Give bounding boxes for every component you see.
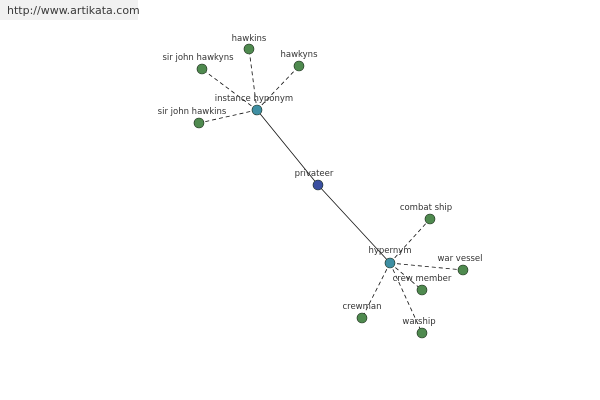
node-label-privateer[interactable]: privateer: [295, 169, 334, 179]
node-privateer[interactable]: [312, 179, 324, 191]
node-war-vessel[interactable]: [457, 264, 469, 276]
node-label-hawkins[interactable]: hawkins: [232, 34, 267, 44]
edge-privateer-hypernym: [317, 184, 391, 264]
node-label-combat-ship[interactable]: combat ship: [400, 203, 452, 213]
site-url-link[interactable]: http://www.artikata.com: [7, 4, 140, 17]
edge-instance-hyponym-sir-john-hawkyns: [201, 68, 258, 111]
node-label-sir-john-hawkins[interactable]: sir john hawkins: [158, 107, 227, 117]
edge-instance-hyponym-hawkins: [248, 48, 258, 111]
labels-layer: privateer instance hyponym hypernym hawkins…: [158, 34, 483, 327]
edge-hypernym-war-vessel: [389, 262, 464, 271]
node-label-warship[interactable]: warship: [402, 317, 435, 327]
node-crew-member[interactable]: [416, 284, 428, 296]
node-label-war-vessel[interactable]: war vessel: [437, 254, 482, 264]
edge-hypernym-crewman: [361, 262, 391, 319]
node-warship[interactable]: [416, 327, 428, 339]
node-hawkyns[interactable]: [293, 60, 305, 72]
edge-instance-hyponym-sir-john-hawkins: [198, 109, 258, 124]
edge-hypernym-combat-ship: [389, 218, 431, 264]
node-combat-ship[interactable]: [424, 213, 436, 225]
edge-privateer-instance-hyponym: [256, 109, 319, 186]
nodes-layer: [193, 43, 469, 339]
node-sir-john-hawkyns[interactable]: [196, 63, 208, 75]
node-label-sir-john-hawkyns[interactable]: sir john hawkyns: [162, 53, 234, 63]
node-label-hypernym[interactable]: hypernym: [368, 246, 411, 256]
url-banner: http://www.artikata.com: [0, 0, 140, 20]
edge-hypernym-warship: [389, 262, 423, 334]
node-label-crew-member[interactable]: crew member: [393, 274, 452, 284]
node-label-crewman[interactable]: crewman: [342, 302, 381, 312]
edge-instance-hyponym-hawkyns: [256, 65, 300, 111]
node-hypernym[interactable]: [384, 257, 396, 269]
node-instance-hyponym[interactable]: [251, 104, 263, 116]
node-hawkins[interactable]: [243, 43, 255, 55]
node-label-instance-hyponym[interactable]: instance hyponym: [215, 94, 293, 104]
edges-layer: [198, 48, 464, 334]
node-crewman[interactable]: [356, 312, 368, 324]
node-sir-john-hawkins[interactable]: [193, 117, 205, 129]
node-label-hawkyns[interactable]: hawkyns: [280, 50, 318, 60]
